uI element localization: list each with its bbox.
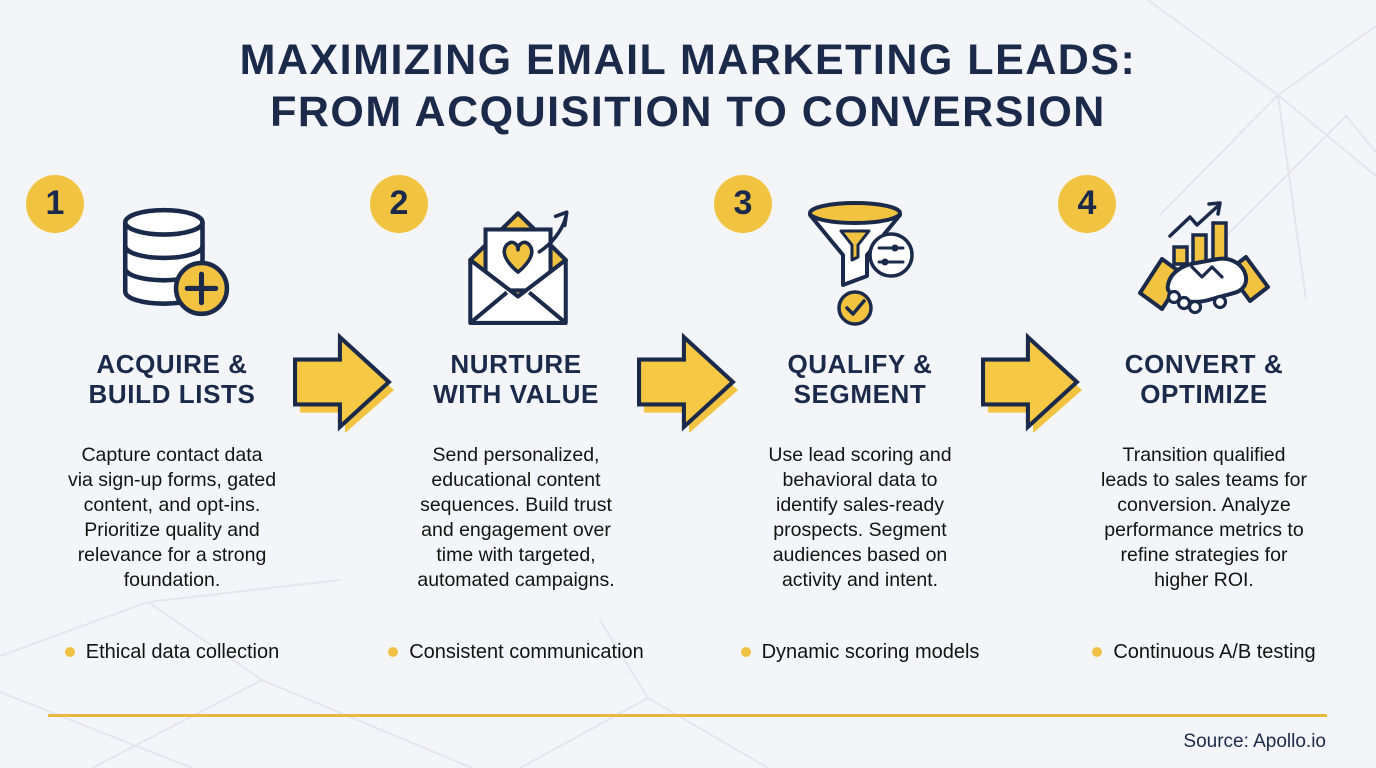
funnel-segment-icon [795,197,925,329]
flow-arrow-icon [293,332,394,433]
step-highlight: Consistent communication [388,641,644,664]
highlight-label: Consistent communication [409,640,644,663]
step-convert-optimize: 4 CONVERT & OPTIMIZ [1032,169,1376,664]
step-title: QUALIFY & SEGMENT [787,348,933,409]
flow-arrow-icon [981,332,1082,433]
handshake-growth-icon [1134,197,1274,329]
flow-arrow-icon [637,332,738,433]
step-number-badge: 2 [370,174,428,233]
step-description: Use lead scoring and behavioral data to … [768,443,952,591]
steps-row: 1 ACQUIRE & BUILD LISTS Capture contact … [0,169,1376,664]
step-highlight: Dynamic scoring models [740,640,980,664]
page-title: MAXIMIZING EMAIL MARKETING LEADS: FROM A… [239,36,1137,137]
step-description: Capture contact data via sign-up forms, … [67,443,277,591]
step-number-badge: 1 [26,174,84,233]
step-highlight: Ethical data collection [64,640,280,664]
highlight-label: Ethical data collection [85,640,280,663]
step-title: CONVERT & OPTIMIZE [1124,348,1284,409]
source-attribution: Source: Apollo.io [1183,731,1326,752]
step-title: NURTURE WITH VALUE [433,348,599,409]
highlight-label: Continuous A/B testing [1113,640,1316,663]
bullet-dot-icon [740,647,751,658]
step-nurture-with-value: 2 NURTURE WITH VALUE Send personalized, … [344,169,688,664]
database-add-icon [111,197,233,329]
step-highlight: Continuous A/B testing [1092,640,1316,664]
bullet-dot-icon [388,647,399,658]
step-number-badge: 4 [1058,174,1116,233]
step-qualify-segment: 3 QUALIFY & SEGMENT Use lead scoring and… [688,169,1032,664]
step-title: ACQUIRE & BUILD LISTS [88,348,256,409]
footer-divider-line [48,714,1327,717]
step-description: Transition qualified leads to sales team… [1101,443,1307,591]
envelope-heart-icon [450,197,582,329]
step-acquire-build-lists: 1 ACQUIRE & BUILD LISTS Capture contact … [0,169,344,664]
highlight-label: Dynamic scoring models [761,640,980,663]
bullet-dot-icon [64,647,75,658]
step-description: Send personalized, educational content s… [417,443,615,591]
bullet-dot-icon [1092,647,1103,658]
step-number-badge: 3 [714,174,772,233]
